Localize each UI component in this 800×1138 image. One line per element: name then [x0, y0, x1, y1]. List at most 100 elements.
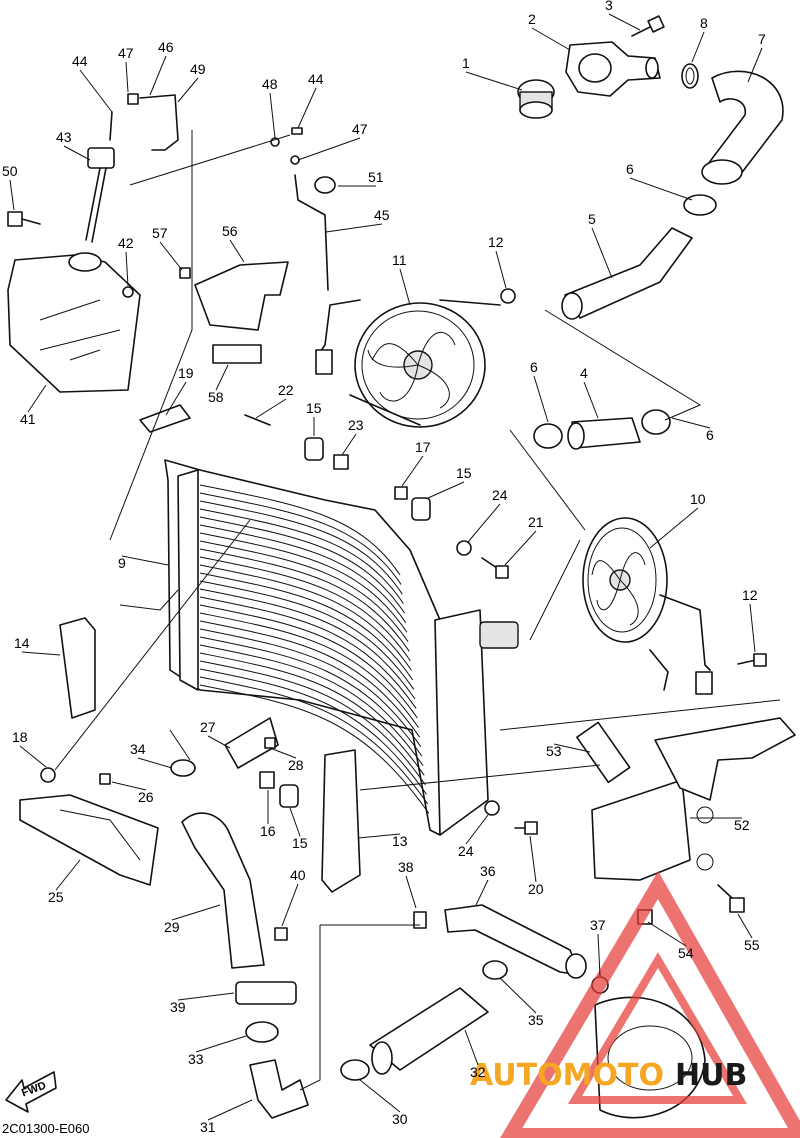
hose-joint-39: [235, 981, 297, 1005]
callout-c36: 36: [480, 863, 496, 879]
reservoir-cap: [85, 147, 115, 243]
callout-c7: 7: [758, 31, 766, 47]
callout-c33: 33: [188, 1051, 204, 1067]
callout-c56: 56: [222, 223, 238, 239]
leader-c5: [591, 227, 613, 279]
leader-c21: [504, 530, 537, 566]
leader-c10: [649, 507, 699, 549]
callout-c50: 50: [2, 163, 18, 179]
callout-c11: 11: [392, 252, 407, 268]
callout-c6c: 6: [626, 161, 634, 177]
bracket-56: [194, 261, 289, 331]
leader-c6a: [533, 375, 549, 423]
hose-32: [369, 987, 489, 1075]
leader-c32: [464, 1029, 479, 1066]
callout-c48: 48: [262, 76, 278, 92]
radiator-core: [164, 459, 519, 836]
callout-c15a: 15: [456, 465, 472, 481]
elbow-hose-31: [249, 1059, 309, 1119]
leader-c22: [255, 398, 287, 419]
side-cover-13: [321, 749, 361, 893]
leader-c49: [177, 77, 199, 103]
radiator-fin: [199, 532, 408, 633]
thermostat: [517, 79, 555, 119]
callout-c41: 41: [20, 411, 36, 427]
callout-c21: 21: [528, 514, 544, 530]
radiator-cap: [139, 404, 191, 433]
callout-c35: 35: [528, 1012, 544, 1028]
radiator-fin: [199, 556, 411, 662]
callout-c24a: 24: [492, 487, 508, 503]
callout-c8: 8: [700, 15, 708, 31]
hose-clamp-8: [681, 63, 699, 89]
leader-c44a: [79, 69, 113, 113]
leader-c50: [9, 179, 15, 211]
leader-c12a: [495, 250, 507, 289]
callout-c49: 49: [190, 61, 206, 77]
callout-c29: 29: [164, 919, 180, 935]
leader-c55: [737, 913, 753, 939]
hose-36: [444, 904, 587, 979]
leader-c24b: [465, 814, 489, 845]
leader-c58: [215, 364, 229, 391]
callout-c3: 3: [605, 0, 613, 13]
radiator-fin: [199, 548, 410, 652]
callout-c2: 2: [528, 11, 536, 27]
watermark-text-left: AUTOMOTO: [470, 1058, 664, 1093]
radiator-fin: [199, 540, 409, 643]
callout-c54: 54: [678, 945, 694, 961]
callout-c47b: 47: [352, 121, 368, 137]
leader-c18: [19, 745, 47, 768]
callout-c51: 51: [368, 169, 384, 185]
cooling-fan-11: [315, 299, 501, 428]
leader-c29: [171, 904, 221, 921]
leader-c31: [207, 1099, 253, 1121]
leader-c20: [529, 835, 537, 883]
lower-hose-29: [181, 812, 265, 969]
leader-c45: [325, 223, 383, 233]
radiator-fin: [199, 524, 407, 623]
radiator-fin: [199, 676, 429, 805]
leader-c56: [229, 239, 245, 263]
diagram-code: 2C01300-E060: [2, 1121, 89, 1136]
leader-c39: [177, 992, 235, 1001]
callout-c12b: 12: [742, 587, 758, 603]
leader-c11: [399, 268, 411, 306]
leader-c6b: [671, 417, 711, 429]
callout-c5: 5: [588, 211, 596, 227]
leader-c48: [269, 92, 276, 139]
callout-c53: 53: [546, 743, 562, 759]
radiator-fin: [199, 492, 402, 585]
callout-c39: 39: [170, 999, 186, 1015]
reference-lines: [54, 130, 781, 1091]
leader-c33: [195, 1035, 247, 1053]
callout-c52: 52: [734, 817, 750, 833]
callout-c23: 23: [348, 417, 364, 433]
callout-c18: 18: [12, 729, 28, 745]
leader-c41: [27, 384, 47, 413]
callout-c6a: 6: [530, 359, 538, 375]
radiator-fin: [199, 620, 421, 738]
callout-c43: 43: [56, 129, 72, 145]
radiator-guard-25: [19, 794, 159, 886]
damper-53: [576, 721, 631, 784]
callout-c42: 42: [118, 235, 134, 251]
fwd-arrow: FWD: [5, 1071, 57, 1113]
leader-c36: [475, 879, 489, 906]
watermark-text-right: HUB: [675, 1058, 747, 1093]
leader-c7: [747, 47, 763, 83]
leader-c42: [125, 251, 129, 287]
leader-c30: [359, 1079, 401, 1113]
hose-clamp-6-upper: [683, 194, 717, 216]
callout-c44a: 44: [72, 53, 88, 69]
callout-c38: 38: [398, 859, 414, 875]
radiator-fin: [199, 628, 422, 747]
radiator-fin: [199, 516, 406, 614]
radiator-fin: [199, 604, 418, 719]
callout-c9: 9: [118, 555, 126, 571]
leader-c47b: [297, 137, 361, 161]
radiator-fin: [199, 652, 425, 776]
radiator-fin: [199, 508, 404, 604]
radiator-fin: [199, 580, 415, 690]
radiator-fin: [199, 596, 417, 709]
